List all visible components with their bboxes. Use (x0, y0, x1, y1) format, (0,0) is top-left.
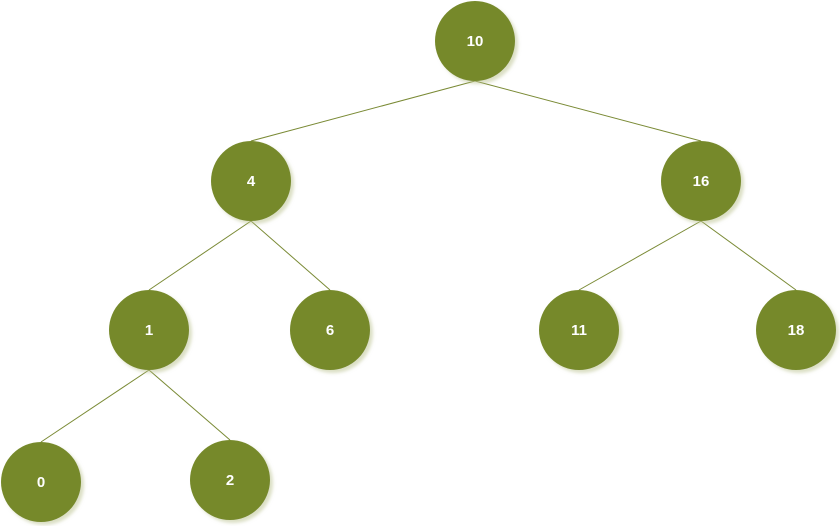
node-circle (190, 440, 270, 520)
node-circle (661, 141, 741, 221)
node-circle (109, 290, 189, 370)
edge-10-16 (474, 80, 702, 142)
edge-16-11 (578, 220, 702, 291)
edge-4-1 (148, 220, 252, 291)
node-label: 0 (37, 474, 45, 491)
edge-1-2 (148, 369, 231, 441)
node-label: 1 (145, 322, 153, 339)
node-label: 10 (467, 33, 484, 50)
tree-node-2: 2 (190, 440, 270, 520)
node-circle (435, 1, 515, 81)
node-circle (211, 141, 291, 221)
edge-1-0 (40, 369, 150, 443)
node-circle (756, 290, 836, 370)
node-label: 6 (326, 322, 334, 339)
tree-node-1: 1 (109, 290, 189, 370)
tree-node-11: 11 (539, 290, 619, 370)
node-circle (1, 442, 81, 522)
node-circle (290, 290, 370, 370)
tree-node-0: 0 (1, 442, 81, 522)
node-label: 4 (247, 173, 256, 190)
node-label: 11 (571, 322, 587, 339)
edge-10-4 (250, 80, 476, 142)
tree-node-10: 10 (435, 1, 515, 81)
tree-node-16: 16 (661, 141, 741, 221)
edge-16-18 (700, 220, 797, 291)
node-circle (539, 290, 619, 370)
node-label: 16 (693, 173, 710, 190)
tree-node-4: 4 (211, 141, 291, 221)
tree-node-6: 6 (290, 290, 370, 370)
tree-node-18: 18 (756, 290, 836, 370)
edge-4-6 (250, 220, 331, 291)
node-label: 2 (226, 472, 234, 489)
node-label: 18 (788, 322, 805, 339)
